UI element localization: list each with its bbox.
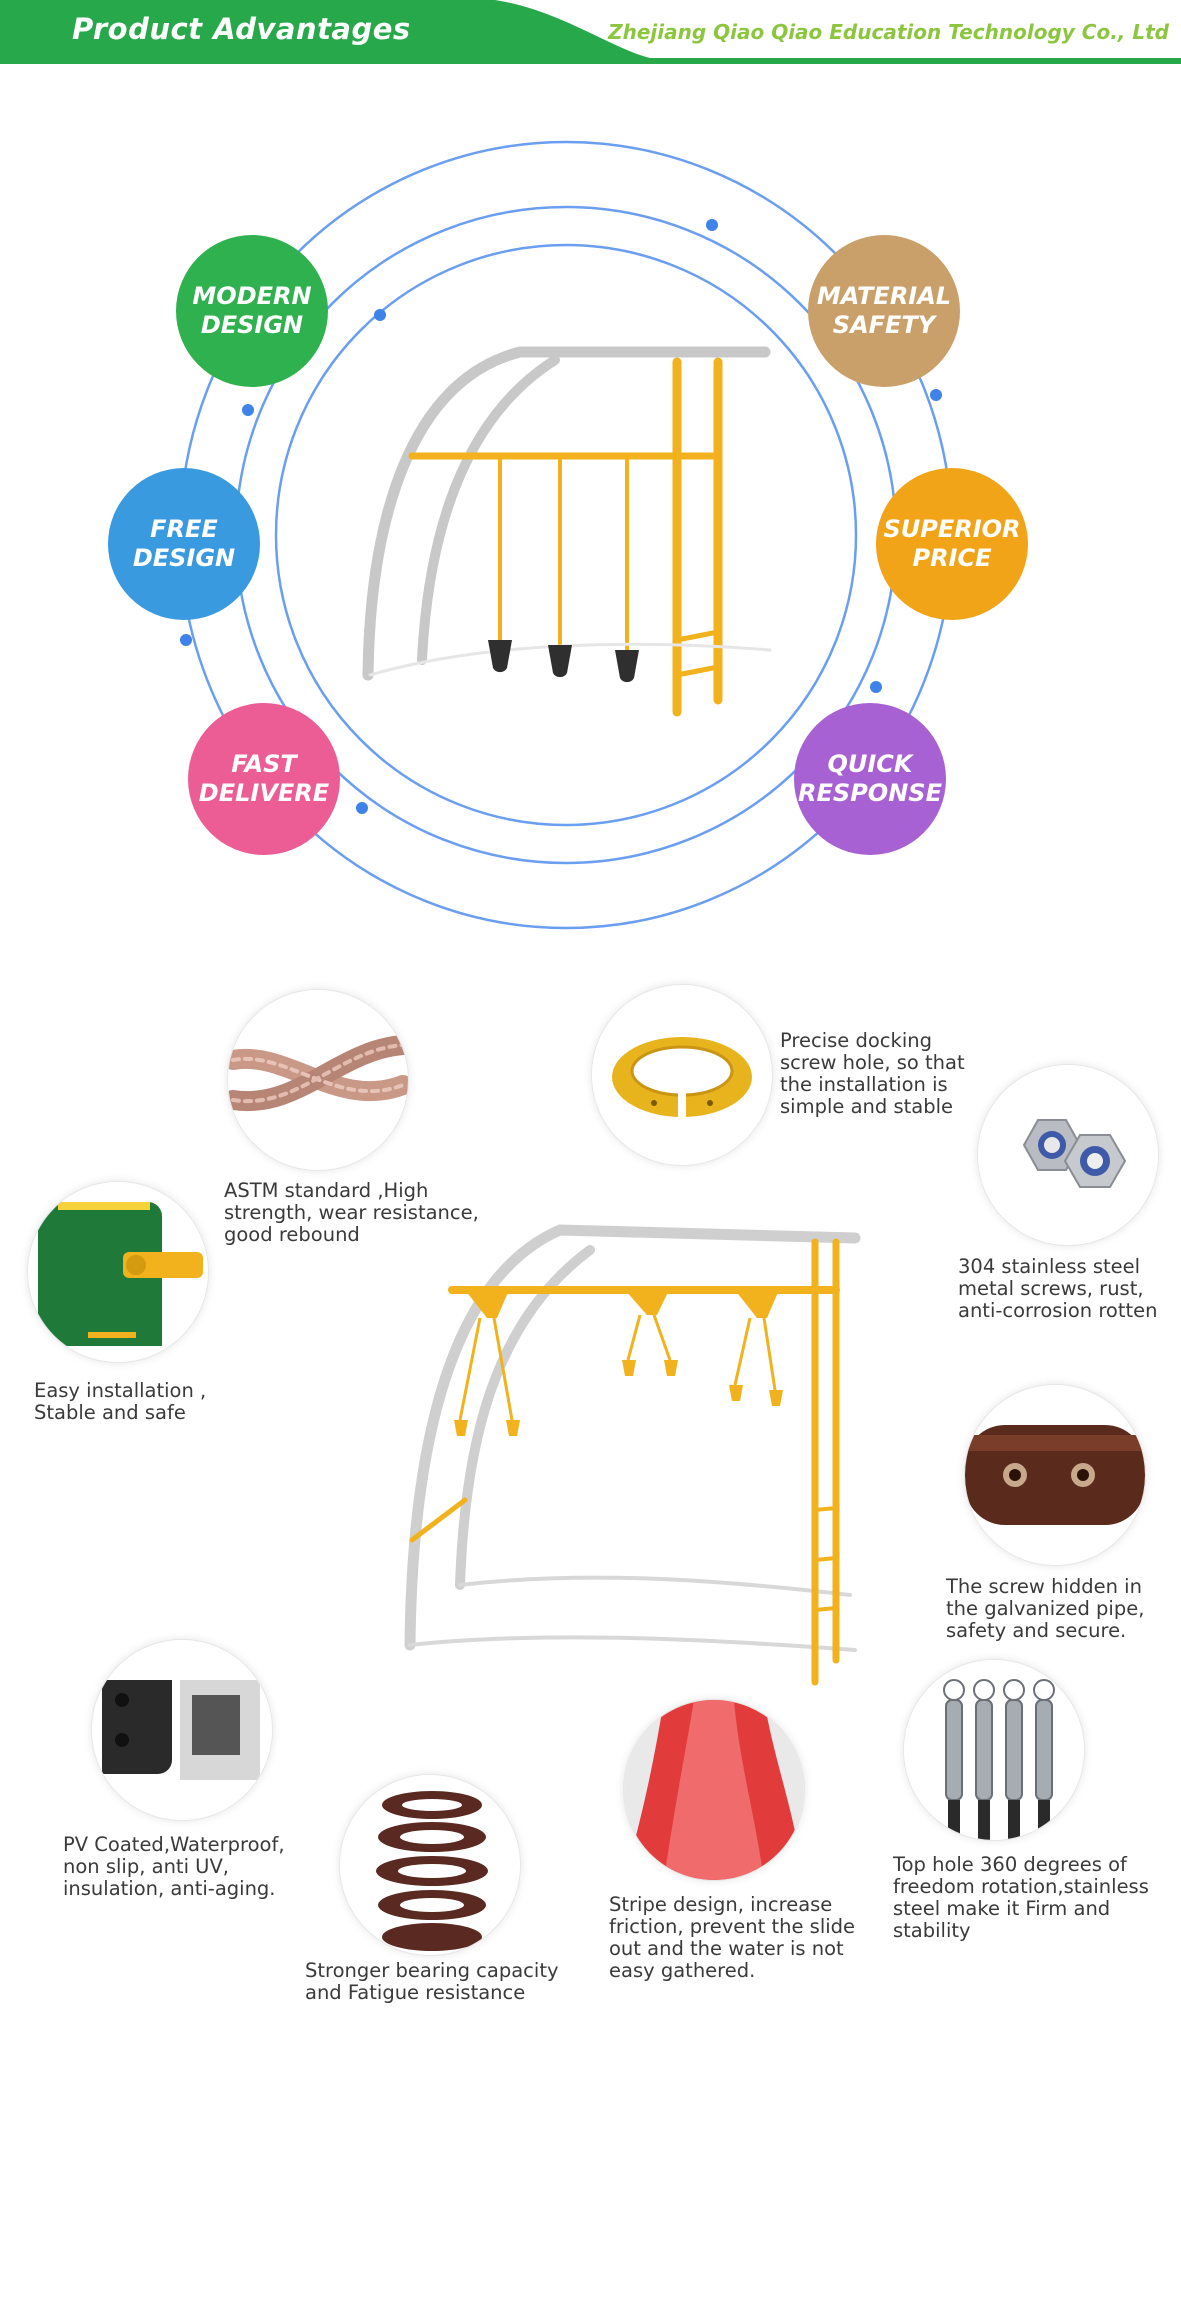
advantage-modern-design: MODERN DESIGN [176, 235, 328, 387]
caption-connector: Easy installation , Stable and safe [34, 1379, 207, 1424]
caption-hidden-screw: The screw hidden in the galvanized pipe,… [946, 1575, 1145, 1642]
advantage-superior-price: SUPERIOR PRICE [876, 468, 1028, 620]
advantage-free-design: FREE DESIGN [108, 468, 260, 620]
company-name: Zhejiang Qiao Qiao Education Technology … [608, 20, 1169, 44]
caption-swivel: Top hole 360 degrees of freedom rotation… [893, 1853, 1149, 1942]
detail-hidden-screw [965, 1385, 1145, 1565]
detail-nuts [978, 1065, 1158, 1245]
detail-rope [228, 990, 408, 1170]
header-bar: Product Advantages Zhejiang Qiao Qiao Ed… [0, 0, 1181, 64]
detail-spring [340, 1775, 520, 1955]
slide-surface-icon [624, 1700, 804, 1880]
pv-coated-part-icon [92, 1640, 272, 1820]
caption-nuts: 304 stainless steel metal screws, rust, … [958, 1255, 1158, 1322]
rope-knot-icon [228, 990, 408, 1170]
caption-slide: Stripe design, increase friction, preven… [609, 1893, 856, 1982]
swivel-hook-icon [904, 1660, 1084, 1840]
hidden-screw-icon [965, 1385, 1145, 1565]
header-background [0, 0, 1181, 64]
product-illustration [362, 346, 772, 717]
lock-nut-icon [978, 1065, 1158, 1245]
page-title: Product Advantages [72, 12, 411, 46]
advantage-quick-response: QUICK RESPONSE [794, 703, 946, 855]
advantage-fast-delivere: FAST DELIVERE [188, 703, 340, 855]
caption-rope: ASTM standard ,High strength, wear resis… [224, 1179, 479, 1246]
caption-clamp: Precise docking screw hole, so that the … [780, 1029, 965, 1118]
caption-spring: Stronger bearing capacity and Fatigue re… [305, 1959, 559, 2004]
panel-connector-icon [28, 1182, 208, 1362]
ring-frame-illustration [404, 1224, 861, 1686]
advantage-material-safety: MATERIAL SAFETY [808, 235, 960, 387]
caption-pv-coated: PV Coated,Waterproof, non slip, anti UV,… [63, 1833, 285, 1900]
detail-pv-coated [92, 1640, 272, 1820]
detail-slide [624, 1700, 804, 1880]
detail-connector [28, 1182, 208, 1362]
detail-clamp [592, 985, 772, 1165]
pipe-clamp-icon [592, 985, 772, 1165]
spring-icon [340, 1775, 520, 1955]
detail-swivel [904, 1660, 1084, 1840]
